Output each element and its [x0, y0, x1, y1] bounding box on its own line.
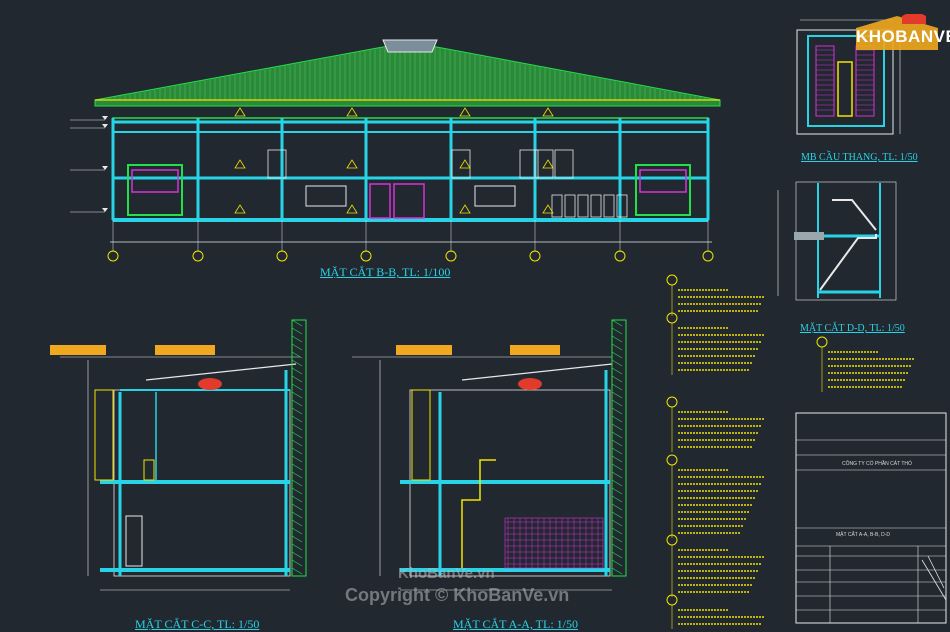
logo-house-icon	[856, 14, 938, 50]
annotation-notes	[666, 274, 915, 629]
section-dd-drawing	[777, 181, 897, 301]
section-bb-drawing	[70, 39, 721, 262]
stair-plan-drawing	[796, 19, 901, 135]
section-dd-title: MẶT CẮT D-D, TL: 1/50	[800, 323, 905, 334]
section-aa-drawing	[352, 319, 627, 591]
logo-text: KHOBANVE	[856, 27, 950, 46]
section-cc-drawing	[50, 319, 307, 591]
title-block-company: CÔNG TY CỔ PHẦN CÁT THỔ	[842, 461, 912, 467]
section-cc-title: MẶT CẮT C-C, TL: 1/50	[135, 617, 260, 631]
stair-plan-title: MB CẦU THANG, TL: 1/50	[801, 152, 918, 163]
title-block-sheet: MẶT CẮT A-A, B-B, D-D	[836, 532, 890, 538]
section-aa-title: MẶT CẮT A-A, TL: 1/50	[453, 617, 579, 631]
title-block	[795, 412, 947, 624]
section-bb-title: MẶT CẮT B-B, TL: 1/100	[320, 265, 451, 279]
watermark-copyright: Copyright © KhoBanVe.vn	[345, 585, 570, 605]
watermark-site: KhoBanVe.vn	[398, 565, 495, 582]
